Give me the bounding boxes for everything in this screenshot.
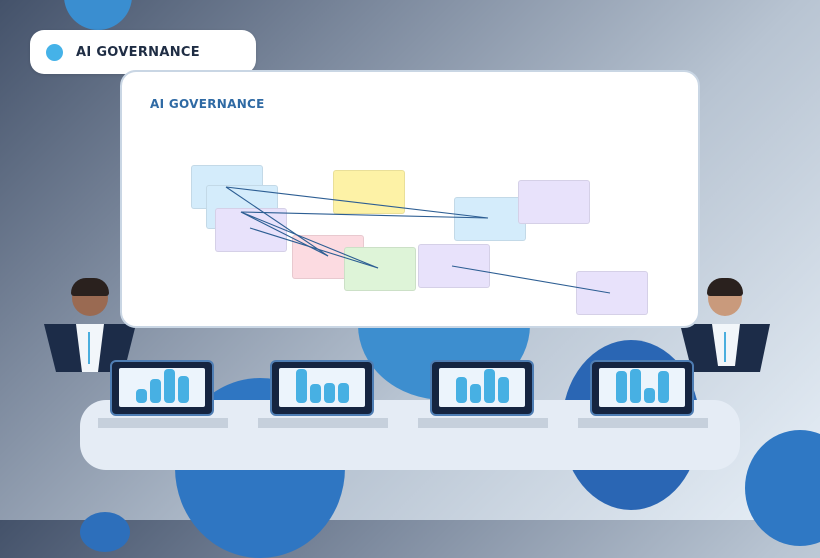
screen-title: AI GOVERNANCE — [150, 97, 265, 111]
status-dot-icon — [46, 43, 63, 61]
laptop-bar — [135, 389, 147, 403]
laptop-bar — [469, 384, 481, 403]
laptop — [270, 360, 374, 416]
person-hair — [707, 278, 743, 296]
note-links — [225, 186, 611, 294]
table-mat — [98, 418, 228, 428]
sticky-note — [344, 247, 416, 291]
presentation-screen: AI GOVERNANCE — [120, 70, 700, 328]
laptop-bar — [657, 371, 669, 403]
laptop-bar — [149, 379, 161, 403]
badge-label: AI GOVERNANCE — [76, 44, 200, 60]
laptop-bar — [455, 377, 467, 403]
laptop-bar — [309, 384, 321, 403]
laptop-bar — [323, 383, 335, 403]
sticky-note — [454, 197, 526, 241]
sticky-note — [518, 180, 590, 224]
note-link — [451, 265, 611, 294]
decor-circle — [745, 430, 820, 546]
note-link — [240, 211, 489, 219]
table-mat — [418, 418, 548, 428]
table-mat — [258, 418, 388, 428]
laptop-bar-chart — [439, 368, 525, 407]
note-link — [225, 186, 329, 257]
laptop-bar — [483, 369, 495, 403]
note-link — [240, 211, 379, 269]
title-badge: AI GOVERNANCE — [30, 30, 256, 74]
laptop-bar — [295, 369, 307, 403]
decor-circle — [80, 512, 130, 552]
note-link — [225, 186, 489, 219]
person-hair — [71, 278, 109, 296]
person-right — [680, 276, 772, 376]
laptop-bar-chart — [119, 368, 205, 407]
note-link — [240, 211, 329, 257]
laptop-bar — [643, 388, 655, 403]
person-body — [680, 324, 770, 372]
laptop — [110, 360, 214, 416]
sticky-note — [576, 271, 648, 315]
laptop-bar — [337, 383, 349, 403]
laptop-bar-chart — [599, 368, 685, 407]
table-mat — [578, 418, 708, 428]
laptop-bar — [177, 376, 189, 403]
laptop-bar — [497, 377, 509, 403]
laptop-bar — [629, 369, 641, 403]
sticky-note — [215, 208, 287, 252]
decor-circle — [64, 0, 132, 30]
laptop-bar — [615, 371, 627, 403]
laptop — [430, 360, 534, 416]
laptop-bar-chart — [279, 368, 365, 407]
note-link — [249, 227, 379, 269]
laptop-bar — [163, 369, 175, 403]
laptop — [590, 360, 694, 416]
